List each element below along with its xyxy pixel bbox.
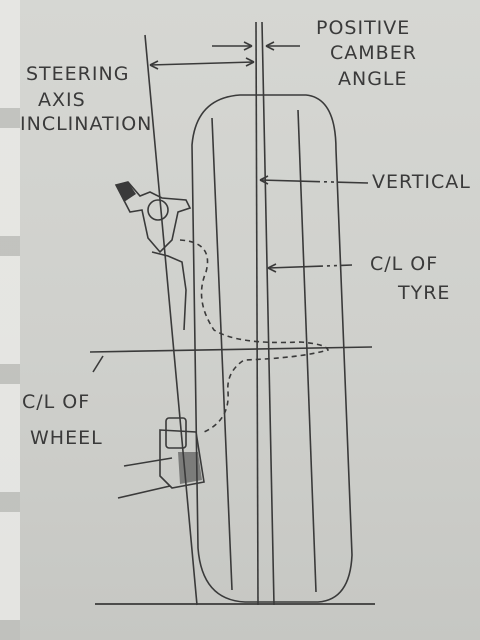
left-edge-strip	[0, 0, 20, 640]
lower-knuckle	[159, 429, 205, 489]
vertical-label: VERTICAL	[372, 171, 471, 193]
cl-tyre-leader	[267, 264, 353, 269]
camber-label-3: ANGLE	[338, 68, 408, 90]
lower-arm-line-1	[123, 457, 173, 467]
lower-knuckle-fill	[178, 452, 202, 484]
upper-arm	[114, 181, 192, 254]
lower-arm-line-2	[117, 485, 171, 499]
camber-label-2: CAMBER	[330, 42, 417, 64]
lower-ball-joint	[165, 417, 187, 449]
cl-tyre-label-2: TYRE	[398, 282, 451, 304]
vertical-arrow	[259, 175, 269, 185]
hub-dashed-outline	[179, 239, 330, 433]
sai-arrow-right	[245, 57, 255, 67]
cl-tyre-arrow	[267, 263, 277, 273]
sai-arrow-left	[149, 60, 159, 70]
tyre-inner-line-left	[211, 117, 233, 591]
upper-arm-fill	[116, 182, 136, 202]
sai-label-1: STEERING	[26, 63, 130, 85]
camber-label-1: POSITIVE	[316, 17, 411, 39]
sai-dim-line	[149, 61, 255, 66]
wheel-leader	[92, 355, 104, 373]
camber-arrow-left	[243, 41, 253, 51]
sai-label-2: AXIS	[38, 89, 86, 111]
cl-wheel-label-2: WHEEL	[30, 427, 103, 449]
wheel-centre-line	[89, 346, 373, 353]
vertical-line	[255, 21, 259, 606]
camber-arrow-right	[265, 41, 275, 51]
cl-tyre-line	[261, 21, 275, 606]
upper-ball-joint	[147, 199, 169, 221]
steering-axis-line	[144, 34, 198, 606]
tyre-outline	[191, 94, 353, 603]
upper-knuckle	[151, 251, 187, 331]
tyre-inner-line-right	[297, 109, 317, 593]
cl-wheel-label-1: C/L OF	[22, 391, 91, 413]
cl-tyre-label-1: C/L OF	[370, 253, 439, 275]
sai-label-3: INCLINATION	[20, 113, 153, 135]
vertical-leader	[259, 179, 369, 184]
